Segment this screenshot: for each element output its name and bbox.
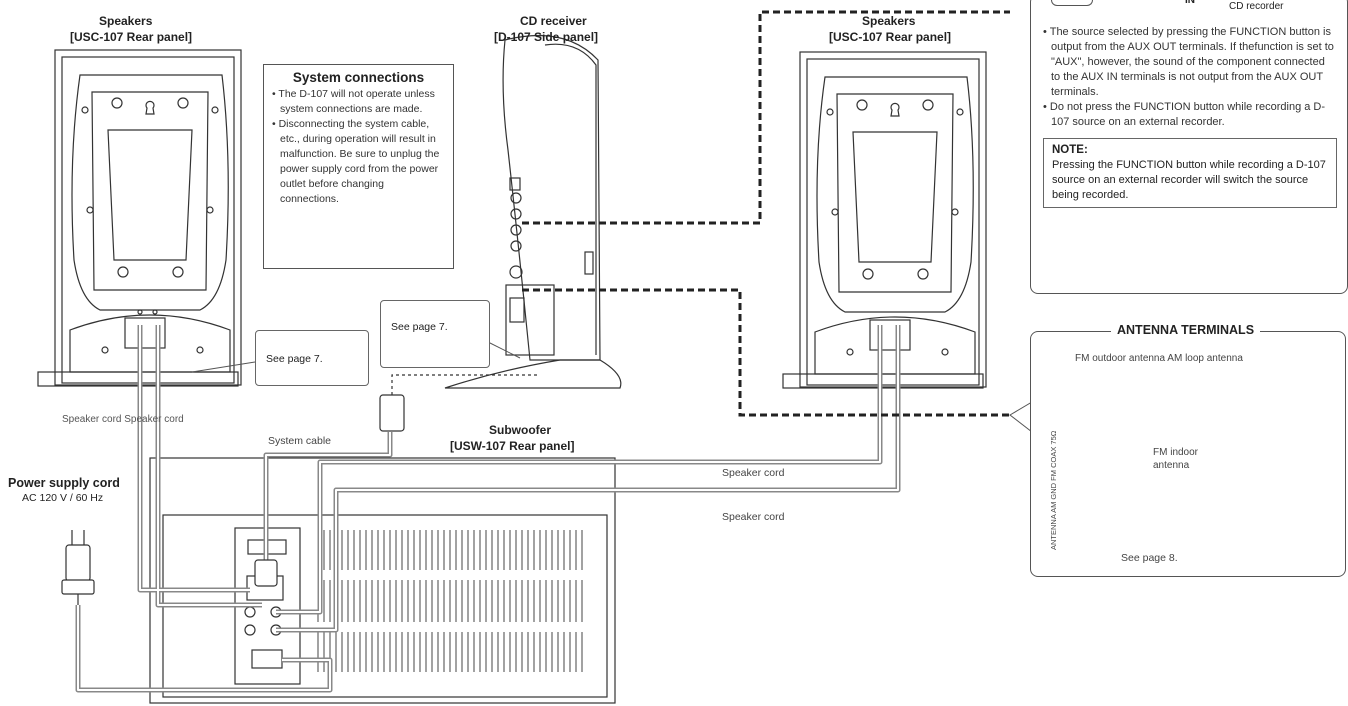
antenna-terminals-box: ANTENNA TERMINALS FM outdoor antenna AM … bbox=[1030, 323, 1346, 577]
antenna-types-label: FM outdoor antenna AM loop antenna bbox=[1075, 353, 1243, 364]
speaker-cord-label-2: Speaker cord bbox=[722, 511, 785, 523]
system-connections-bullet-2: Disconnecting the system cable, etc., du… bbox=[272, 117, 445, 207]
aux-in-label: IN bbox=[1185, 0, 1195, 6]
system-connections-box: System connections The D-107 will not op… bbox=[263, 64, 454, 269]
cd-recorder-label: CD recorder bbox=[1229, 1, 1284, 12]
note-title: NOTE: bbox=[1052, 144, 1088, 156]
power-cord-title: Power supply cord bbox=[8, 476, 120, 490]
speakers-right-subtitle: [USC-107 Rear panel] bbox=[829, 30, 952, 44]
speakers-left-subtitle: [USC-107 Rear panel] bbox=[70, 30, 193, 44]
system-connections-title: System connections bbox=[292, 70, 425, 85]
speaker-cords-label: Speaker cord Speaker cord bbox=[62, 414, 184, 425]
antenna-terminal-label: ANTENNA AM GND FM COAX 75Ω bbox=[1049, 430, 1058, 550]
aux-info-box: IN CD recorder The source selected by pr… bbox=[1030, 0, 1348, 294]
cables bbox=[75, 325, 901, 693]
power-plug bbox=[61, 530, 95, 605]
speaker-cord-label-1: Speaker cord bbox=[722, 467, 785, 479]
jack-shape bbox=[1051, 0, 1093, 6]
aux-bullet-1: The source selected by pressing the FUNC… bbox=[1043, 25, 1337, 100]
see-page-7-callout-right: See page 7. bbox=[380, 300, 490, 368]
speakers-left-title: Speakers bbox=[99, 14, 153, 28]
dashed-callouts bbox=[522, 10, 1010, 417]
antenna-terminals-title: ANTENNA TERMINALS bbox=[1111, 323, 1261, 337]
power-cord-spec: AC 120 V / 60 Hz bbox=[22, 492, 104, 504]
fm-indoor-antenna-label: FM indoor antenna bbox=[1153, 447, 1199, 471]
cd-receiver bbox=[444, 34, 622, 389]
cd-receiver-subtitle: [D-107 Side panel] bbox=[494, 30, 599, 44]
cd-receiver-title: CD receiver bbox=[520, 14, 587, 28]
note-text: Pressing the FUNCTION button while recor… bbox=[1052, 159, 1326, 201]
see-page-7-callout-left: See page 7. bbox=[255, 330, 369, 386]
subwoofer-title: Subwoofer bbox=[489, 423, 551, 437]
aux-bullet-2: Do not press the FUNCTION button while r… bbox=[1043, 100, 1337, 130]
right-speaker bbox=[782, 51, 987, 389]
subwoofer bbox=[149, 457, 616, 704]
see-page-8-label: See page 8. bbox=[1121, 552, 1178, 564]
subwoofer-vent bbox=[317, 530, 583, 672]
note-box: NOTE: Pressing the FUNCTION button while… bbox=[1043, 138, 1337, 208]
speakers-right-title: Speakers bbox=[862, 14, 916, 28]
system-cable-label: System cable bbox=[268, 435, 332, 447]
system-connections-bullet-1: The D-107 will not operate unless system… bbox=[272, 87, 445, 117]
subwoofer-subtitle: [USW-107 Rear panel] bbox=[450, 439, 575, 453]
system-cable-connector bbox=[254, 374, 540, 587]
